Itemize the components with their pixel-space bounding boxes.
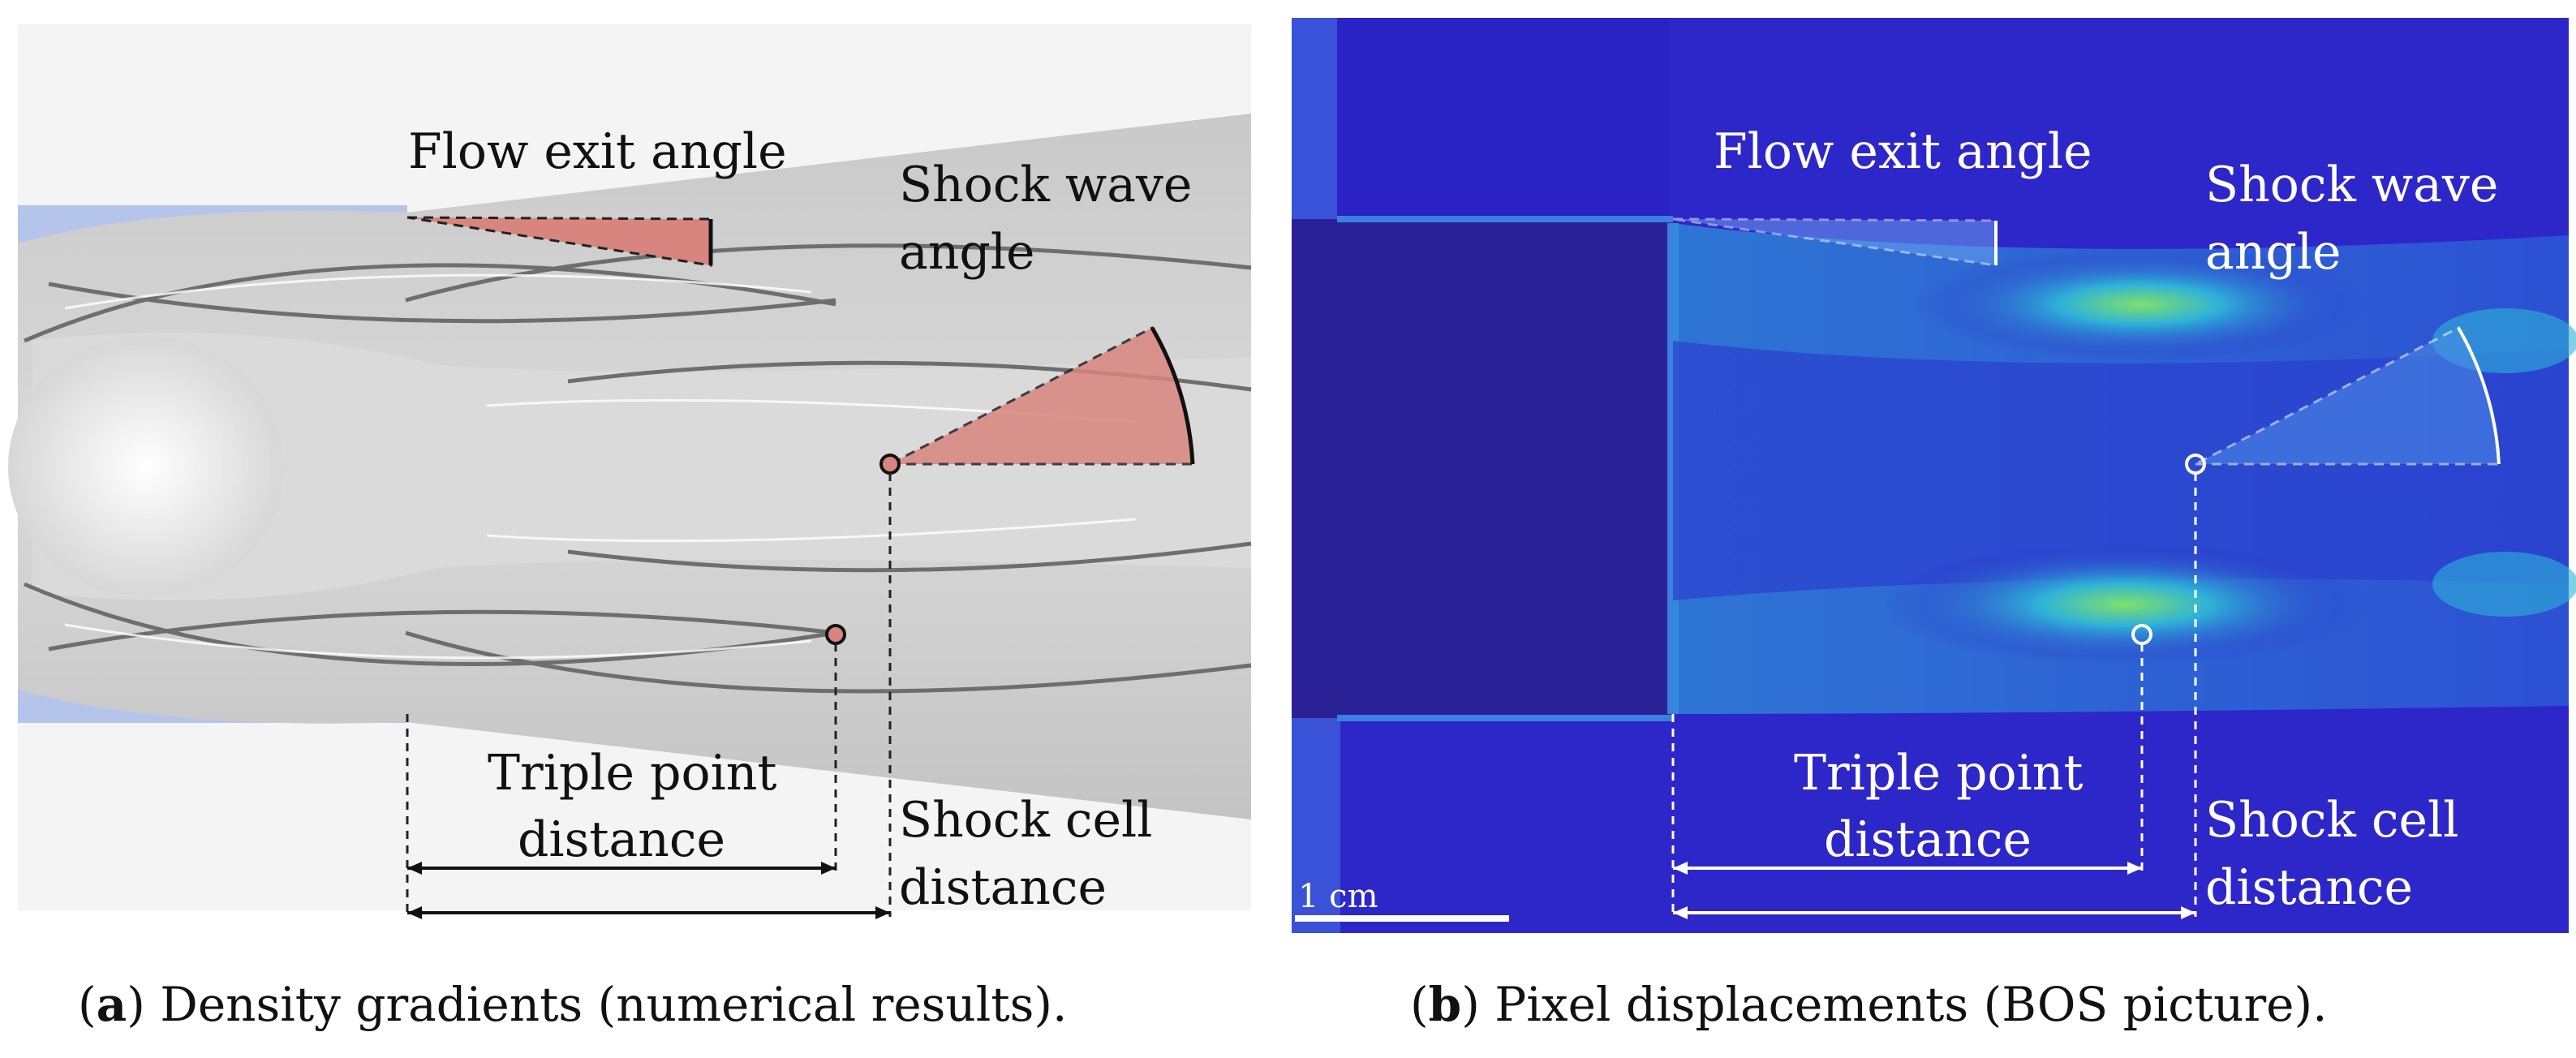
panel-b-pixel-displacements: 1 cm Flow exit angle Shock wave angle Tr…	[1288, 0, 2576, 1054]
panel-b-caption: (b) Pixel displacements (BOS picture).	[1410, 977, 2328, 1032]
shock-cell-label-line1: Shock cell	[2205, 792, 2458, 849]
triple-point-label-line1: Triple point	[1794, 745, 2084, 802]
triple-point-label-line2: distance	[1824, 811, 2032, 868]
distance-arrows	[407, 867, 890, 914]
shock-region-upper	[1913, 247, 2367, 361]
scale-bar-label: 1 cm	[1298, 878, 1378, 915]
shock-region-right-lower	[2432, 552, 2576, 617]
nozzle-wall-upper	[1292, 18, 1340, 221]
flow-exit-angle-label: Flow exit angle	[408, 123, 787, 180]
nozzle-wall-lower	[1292, 718, 1340, 933]
shock-wave-angle-label-line1: Shock wave	[899, 157, 1192, 213]
shock-wave-angle-arc	[1150, 326, 1195, 465]
shock-region-lower	[1881, 544, 2367, 665]
potential-core	[8, 337, 284, 596]
panel-a-caption: (a) Density gradients (numerical results…	[78, 977, 1067, 1032]
distance-guides	[406, 473, 892, 917]
shock-wave-angle-label-line2: angle	[899, 224, 1035, 281]
shock-wave-angle-label-line2: angle	[2205, 224, 2342, 281]
shock-cell-point	[879, 454, 901, 475]
shock-cell-label-line2: distance	[2205, 859, 2413, 916]
triple-point-label-line1: Triple point	[488, 745, 777, 802]
distance-arrows	[1673, 867, 2195, 914]
panel-a-figure: Flow exit angle Shock wave angle Triple …	[8, 24, 1252, 1032]
panel-a-density-gradients: Flow exit angle Shock wave angle Triple …	[0, 0, 1288, 1054]
distance-guides	[1671, 473, 2197, 917]
shock-cell-label-line1: Shock cell	[899, 792, 1152, 849]
shock-cell-label-line2: distance	[899, 859, 1107, 916]
triple-point-label-line2: distance	[518, 811, 725, 868]
triple-point-marker	[825, 624, 846, 645]
nozzle-region	[1292, 219, 1673, 718]
shock-wave-angle-arc	[2457, 326, 2501, 465]
flow-exit-angle-label: Flow exit angle	[1714, 123, 2092, 180]
shock-wave-angle-label-line1: Shock wave	[2205, 157, 2498, 213]
nozzle-upper-body	[1337, 18, 1670, 219]
panel-b-figure: 1 cm Flow exit angle Shock wave angle Tr…	[1292, 18, 2576, 1032]
